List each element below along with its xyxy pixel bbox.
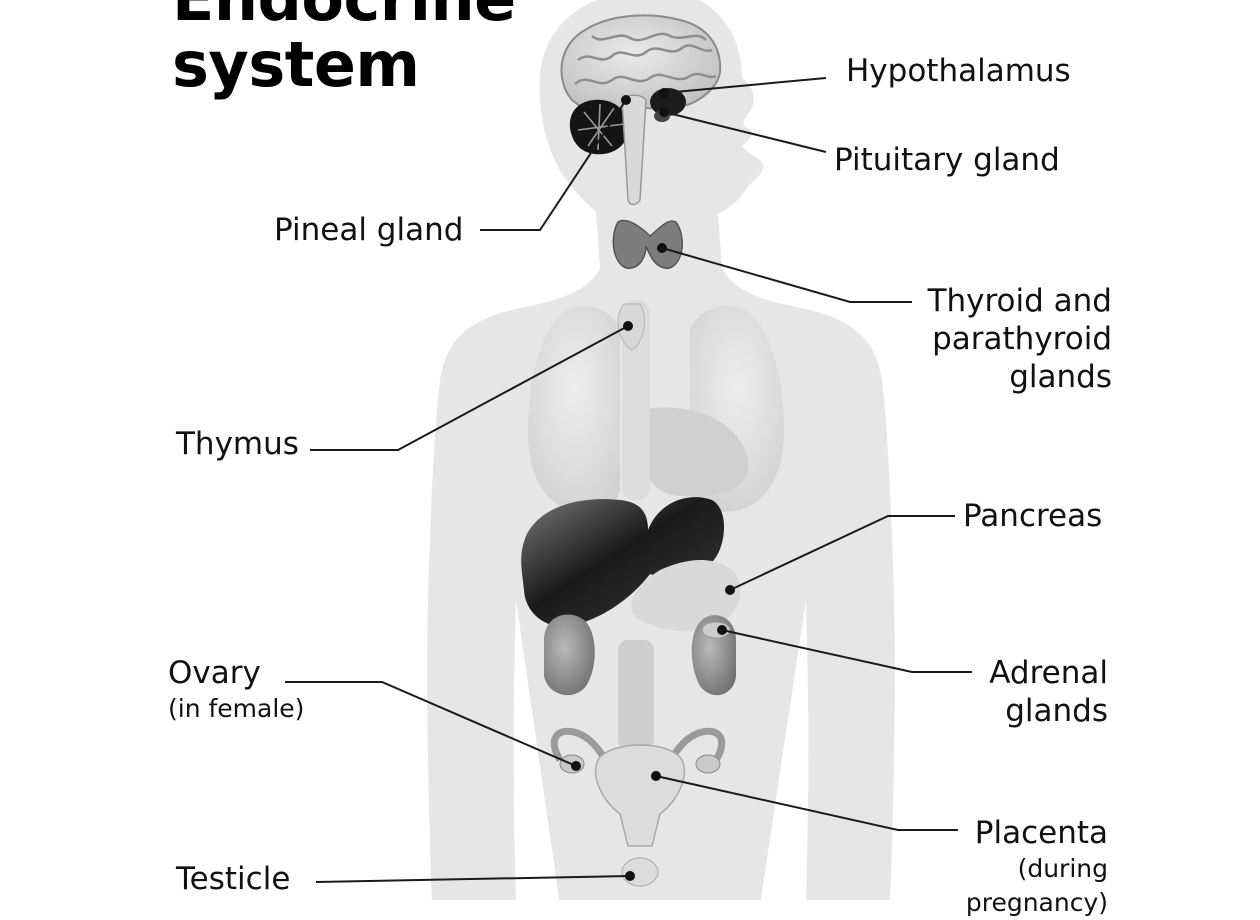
- leader-pancreas: [729, 515, 955, 591]
- dot-placenta: [651, 771, 661, 781]
- label-adrenal: Adrenal glands: [960, 654, 1108, 730]
- ovary-organ-right: [695, 754, 721, 774]
- brain-folds: [574, 32, 717, 86]
- title-line-2: system: [172, 28, 420, 101]
- aorta: [618, 640, 654, 750]
- heart: [639, 407, 749, 497]
- label-ovary: Ovary (in female): [168, 654, 304, 726]
- thorax: [528, 300, 784, 512]
- title-line-1: Endocrine: [172, 0, 516, 32]
- leader-pineal: [480, 99, 627, 231]
- thyroid-organ: [612, 219, 683, 269]
- trachea: [622, 300, 650, 500]
- uterus-organ: [594, 744, 686, 847]
- label-hypothalamus: Hypothalamus: [846, 53, 1071, 89]
- dot-thyroid: [657, 243, 667, 253]
- label-ovary-note: (in female): [168, 694, 305, 723]
- dot-pituitary: [659, 107, 669, 117]
- label-thyroid-line-1: Thyroid and: [927, 283, 1112, 319]
- leader-placenta: [655, 775, 958, 831]
- dot-testicle: [625, 871, 635, 881]
- label-pancreas: Pancreas: [963, 498, 1103, 534]
- hypothalamus-organ: [650, 88, 686, 116]
- label-pineal: Pineal gland: [274, 212, 464, 248]
- dot-adrenal: [717, 625, 727, 635]
- label-ovary-name: Ovary: [168, 655, 261, 691]
- leader-thymus: [310, 325, 629, 451]
- liver: [521, 497, 725, 627]
- brain: [560, 14, 722, 206]
- leader-lines: [285, 77, 972, 883]
- label-testicle: Testicle: [176, 861, 291, 897]
- abdomen: [521, 497, 741, 750]
- label-thymus: Thymus: [176, 426, 299, 462]
- label-thyroid: Thyroid and parathyroid glands: [912, 282, 1112, 396]
- label-placenta: Placenta (during pregnancy): [940, 814, 1108, 920]
- left-kidney: [544, 614, 595, 696]
- leader-thyroid: [661, 247, 912, 303]
- reproductive: [550, 727, 726, 887]
- label-adrenal-line-2: glands: [1005, 693, 1108, 729]
- thyroid-lobes: [612, 219, 683, 269]
- stomach-pancreas: [631, 559, 741, 632]
- label-placenta-name: Placenta: [974, 815, 1108, 851]
- diagram-title: Endocrine system: [172, 0, 516, 98]
- leader-pituitary: [663, 111, 827, 153]
- dot-hypothalamus: [659, 88, 669, 98]
- anatomy-illustration: [285, 0, 972, 900]
- label-adrenal-line-1: Adrenal: [989, 655, 1108, 691]
- label-placenta-note-2: pregnancy): [965, 888, 1108, 917]
- leader-dots: [571, 88, 735, 881]
- label-thyroid-line-2: parathyroid: [932, 321, 1112, 357]
- label-thyroid-line-3: glands: [1009, 359, 1112, 395]
- label-placenta-note-1: (during: [1017, 854, 1108, 883]
- leader-testicle: [315, 875, 631, 883]
- leader-ovary: [285, 681, 577, 767]
- cerebellum-branches: [577, 103, 625, 151]
- brainstem: [621, 94, 647, 206]
- dot-pancreas: [725, 585, 735, 595]
- left-lung: [528, 306, 620, 512]
- leader-adrenal: [721, 629, 972, 673]
- leader-hypothalamus: [663, 77, 827, 94]
- dot-pineal: [621, 95, 631, 105]
- dot-ovary: [571, 761, 581, 771]
- dot-thymus: [623, 321, 633, 331]
- label-pituitary: Pituitary gland: [834, 142, 1060, 178]
